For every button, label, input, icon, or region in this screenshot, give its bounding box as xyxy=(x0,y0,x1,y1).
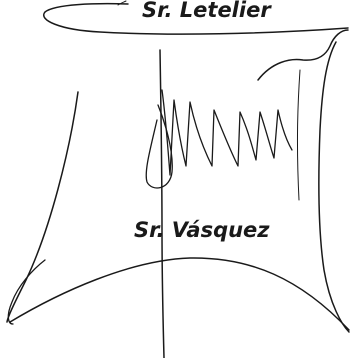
name-label-letelier: Sr. Letelier xyxy=(142,0,271,21)
scribble-stroke xyxy=(162,90,292,175)
bottom-arc-stroke xyxy=(10,258,349,330)
right-hook-stroke xyxy=(258,30,348,80)
name-label-vasquez: Sr. Vásquez xyxy=(134,220,270,241)
bottom-left-hook-stroke xyxy=(8,260,45,324)
left-cone-stroke xyxy=(7,92,78,322)
right-spine-stroke xyxy=(319,42,349,332)
right-inner-stroke xyxy=(297,70,300,200)
